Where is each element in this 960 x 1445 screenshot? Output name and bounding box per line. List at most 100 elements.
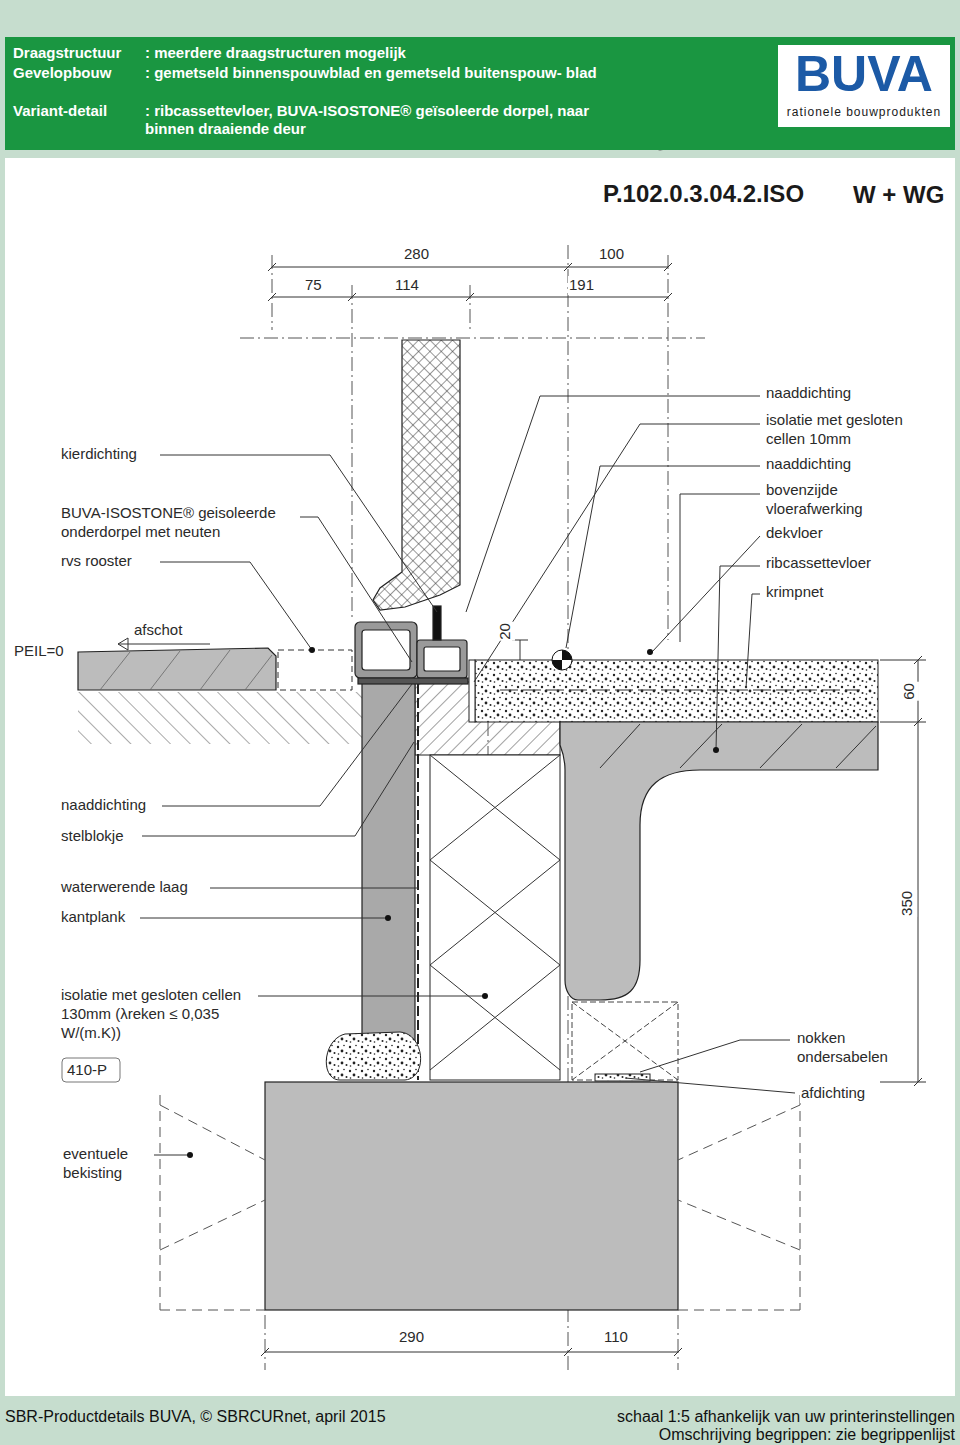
drawing-part xyxy=(160,1105,265,1160)
drawing-part xyxy=(160,1095,161,1310)
callout-label: W + WG xyxy=(852,180,945,210)
drawing-part xyxy=(564,1348,572,1356)
slab-hatch xyxy=(100,650,272,690)
node-text: Gevelopbouw xyxy=(13,64,143,82)
node-text: Omschrijving begrippen: zie begrippenlij… xyxy=(485,1425,955,1444)
callout-label: 110 xyxy=(603,1328,629,1347)
drawing-part xyxy=(640,1040,790,1072)
callout-label: 75 xyxy=(304,276,323,295)
callout-label: bovenzijde vloerafwerking xyxy=(765,481,897,519)
water-barrier xyxy=(417,684,419,1080)
callout-label: stelblokje xyxy=(60,827,125,846)
sill-profile xyxy=(355,606,468,684)
drawing-part xyxy=(268,263,276,271)
drawing-part xyxy=(240,338,705,339)
callout-label: kantplank xyxy=(60,908,126,927)
nokken-zone xyxy=(572,1002,678,1080)
edge-insulation xyxy=(469,660,475,722)
level-mark xyxy=(552,650,572,670)
callout-label: 280 xyxy=(403,245,430,264)
drawing-part xyxy=(668,255,669,640)
callout-label: nokken ondersabelen xyxy=(796,1029,916,1067)
drawing-part xyxy=(424,647,460,671)
drawing-sheet xyxy=(5,158,955,1396)
drawing-part xyxy=(268,293,276,301)
node-text: SBR-Productdetails BUVA, © SBRCURnet, ap… xyxy=(5,1407,475,1426)
callout-label: PEIL=0 xyxy=(13,642,65,661)
drawing-part xyxy=(918,660,919,1082)
paving-slab xyxy=(78,648,276,690)
level-mark-fill xyxy=(552,650,572,670)
nokken-cross xyxy=(572,1002,678,1080)
drawing-part xyxy=(272,267,668,268)
drawing-part xyxy=(348,293,356,301)
dimension-value: 350 xyxy=(898,890,917,917)
drawing-part xyxy=(160,1200,265,1250)
drawing-part xyxy=(678,1315,679,1370)
node-text: BUVA xyxy=(784,47,944,102)
door-leaf xyxy=(373,340,460,610)
drawing-part xyxy=(474,424,760,682)
rib-cassette xyxy=(560,722,878,1000)
drawing-part xyxy=(647,649,653,655)
formwork xyxy=(160,1095,800,1310)
drawing-part xyxy=(880,660,926,661)
foundation-beam xyxy=(265,1082,678,1310)
callout-label: naaddichting xyxy=(765,455,852,474)
callout-label: ribcassettevloer xyxy=(765,554,872,573)
drawing-part xyxy=(265,1315,266,1370)
callout-label: naaddichting xyxy=(60,796,147,815)
drawing-part xyxy=(678,1200,800,1250)
callout-label: 290 xyxy=(398,1328,425,1347)
drawing-part xyxy=(433,606,441,640)
drawing-part xyxy=(664,293,672,301)
callout-label: BUVA-ISOSTONE® geisoleerde onderdorpel m… xyxy=(60,504,297,542)
mortar xyxy=(326,1032,420,1080)
drawing-part xyxy=(568,245,569,650)
drawing-part xyxy=(466,396,760,612)
node-text: Variant-detail xyxy=(13,102,143,120)
drawing-part xyxy=(258,996,485,997)
drawing-part xyxy=(880,722,926,723)
callout-label: 191 xyxy=(568,276,595,295)
callout-label: waterwerende laag xyxy=(60,878,189,897)
drawing-part xyxy=(466,293,474,301)
dimension-value: 60 xyxy=(900,682,919,701)
nokken-cross xyxy=(572,1002,678,1080)
drawing-part xyxy=(160,1310,265,1311)
screed xyxy=(475,660,878,722)
drawing-part xyxy=(880,1082,926,1083)
leader-dots xyxy=(187,647,719,1158)
cassette-hatch xyxy=(600,724,876,768)
callout-label: rvs rooster xyxy=(60,552,133,571)
drawing-part xyxy=(265,1352,678,1353)
callout-label: kierdichting xyxy=(60,445,138,464)
drawing-part xyxy=(664,263,672,271)
callout-label: afschot xyxy=(133,621,183,640)
cavity-insulation xyxy=(430,755,560,1080)
drawing-part xyxy=(261,1348,269,1356)
drawing-part xyxy=(417,640,467,678)
drawing-part xyxy=(385,915,391,921)
drawing-part xyxy=(760,724,802,768)
footer-band: SBR-Productdetails BUVA, © SBRCURnet, ap… xyxy=(0,1400,960,1445)
drawing-part xyxy=(309,647,315,653)
drawing-part xyxy=(470,285,471,330)
callout-label: naaddichting xyxy=(765,384,852,403)
callout-label: afdichting xyxy=(800,1084,866,1103)
callout-label: isolatie met gesloten cellen 130mm (λrek… xyxy=(60,986,257,1042)
drawing-part xyxy=(355,622,417,678)
drawing-part xyxy=(162,684,412,806)
header-band: Draagstructuur: meerdere draagstructuren… xyxy=(5,37,955,150)
drawing-part xyxy=(716,566,760,750)
drawing-part xyxy=(482,993,488,999)
node-text: : gemetseld binnenspouwblad en gemetseld… xyxy=(145,64,615,82)
callout-label: eventuele bekisting xyxy=(62,1145,154,1183)
callout-label: krimpnet xyxy=(765,583,825,602)
callout-label: 114 xyxy=(394,276,420,295)
drawing-part xyxy=(566,466,760,648)
node-text: Draagstructuur xyxy=(13,44,143,62)
drawing-part xyxy=(200,650,230,690)
drawing-part xyxy=(678,1310,800,1311)
node-text: : ribcassettevloer, BUVA-ISOSTONE® geïso… xyxy=(145,102,615,138)
